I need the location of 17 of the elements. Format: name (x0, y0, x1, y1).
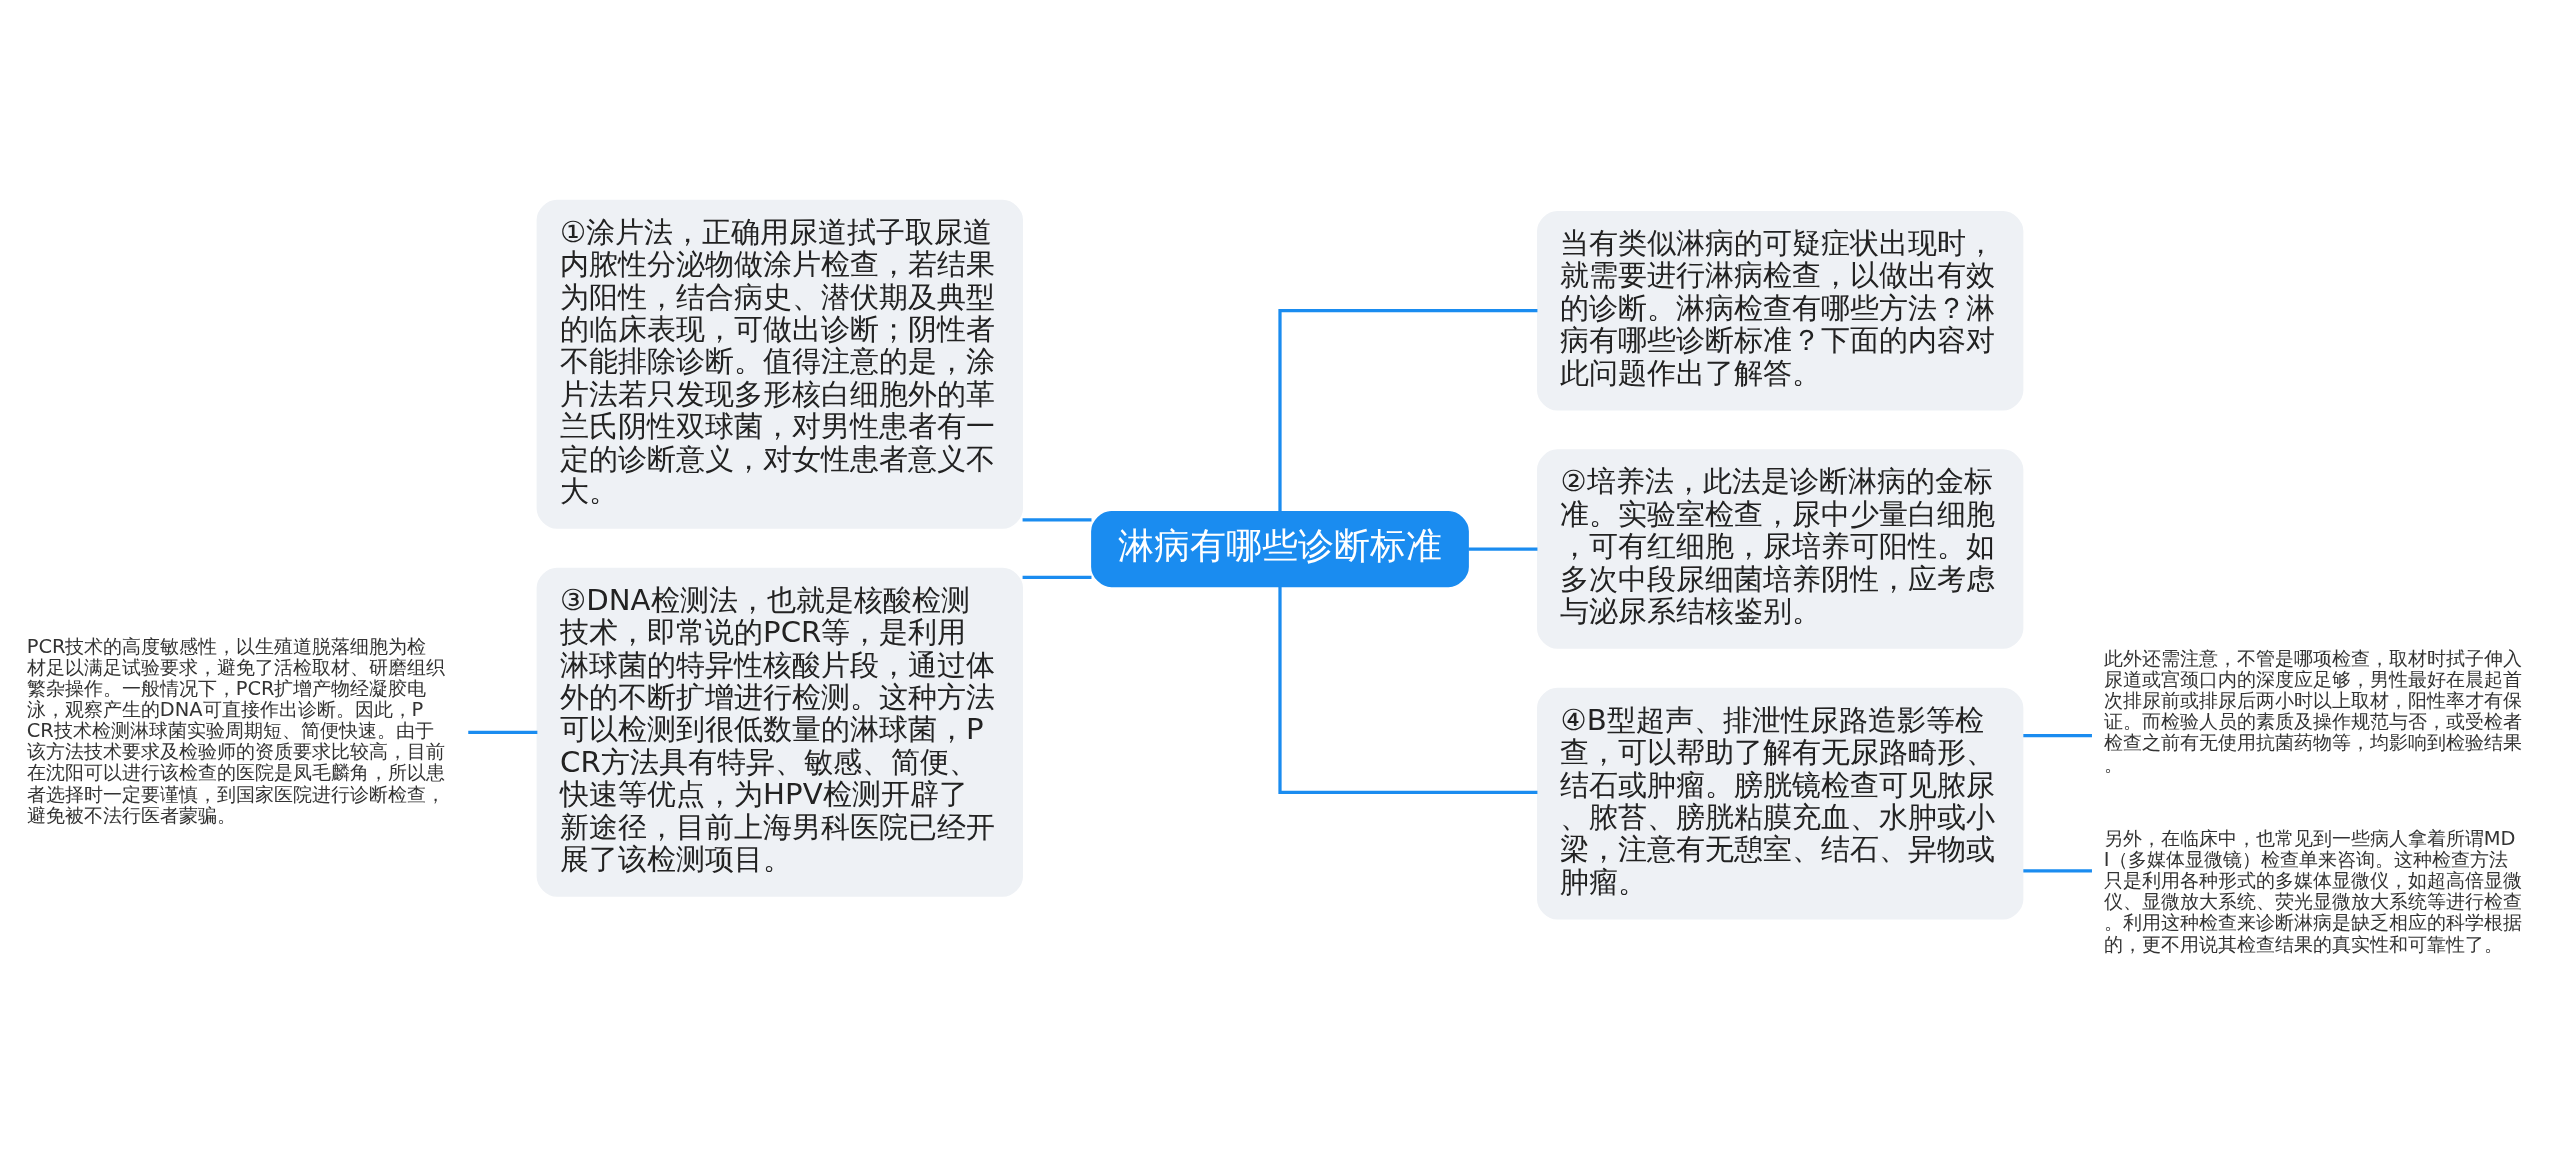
connector (2023, 733, 2092, 737)
connector (2023, 868, 2092, 873)
connector (1022, 575, 1092, 579)
connector (1022, 517, 1092, 521)
node-text: 此外还需注意，不管是哪项检查，取材时拭子伸入尿道或宫颈口内的深度应足够，男性最好在晨起首次排尿前或排尿后两小时以上取材，阳性率才有保证。而检验人员的素质及操作规范与否，或受检者检查之前有无使用抗菌药物等，均影响到检验结果。 (2103, 646, 2522, 776)
connector (1278, 308, 1538, 511)
node-box: ②培养法，此法是诊断淋病的金标准。实验室检查，尿中少量白细胞，可有红细胞，尿培养可阳性。如多次中段尿细菌培养阴性，应考虑与泌尿系结核鉴别。 (1537, 448, 2024, 649)
node-box: ④B型超声、排泄性尿路造影等检查，可以帮助了解有无尿路畸形、结石或肿瘤。膀胱镜检查可见脓尿、脓苔、膀胱粘膜充血、水肿或小梁，注意有无憩室、结石、异物或肿瘤。 (1537, 687, 2024, 920)
connector (1278, 586, 1538, 794)
node-text: 另外，在临床中，也常见到一些病人拿着所谓MDI（多媒体显微镜）检查单来咨询。这种检查方法只是利用各种形式的多媒体显微仪，如超高倍显微仪、显微放大系统、荧光显微放大系统等进行检查。利用这种检查来诊断淋病是缺乏相应的科学根据的，更不用说其检查结果的真实性和可靠性了。 (2103, 826, 2522, 956)
node-box: 当有类似淋病的可疑症状出现时，就需要进行淋病检查，以做出有效的诊断。淋病检查有哪些方法？淋病有哪些诊断标准？下面的内容对此问题作出了解答。 (1537, 210, 2024, 410)
connector (468, 730, 538, 734)
node-text: PCR技术的高度敏感性，以生殖道脱落细胞为检材足以满足试验要求，避免了活检取材、研磨组织繁杂操作。一般情况下，PCR扩增产物经凝胶电泳，观察产生的DNA可直接作出诊断。因此，PCR技术检测淋球菌实验周期短、简便快速。由于该方法技术要求及检验师的资质要求比较高，目前在沈阳可以进行该检查的医院是凤毛麟角，所以患者选择时一定要谨慎，到国家医院进行诊断检查，避免被不法行医者蒙骗。 (26, 634, 445, 827)
node-box: ①涂片法，正确用尿道拭子取尿道内脓性分泌物做涂片检查，若结果为阳性，结合病史、潜伏期及典型的临床表现，可做出诊断；阴性者不能排除诊断。值得注意的是，涂片法若只发现多形核白细胞外的革兰氏阴性双球菌，对男性患者有一定的诊断意义，对女性患者意义不大。 (536, 199, 1023, 529)
connector (1468, 546, 1538, 551)
node-box: 淋病有哪些诊断标准 (1091, 510, 1469, 587)
node-box: ③DNA检测法，也就是核酸检测技术，即常说的PCR等，是利用淋球菌的特异性核酸片段，通过体外的不断扩增进行检测。这种方法可以检测到很低数量的淋球菌，PCR方法具有特异、敏感、简便、快速等优点，为HPV检测开辟了新途径，目前上海男科医院已经开展了该检测项目。 (536, 567, 1023, 897)
